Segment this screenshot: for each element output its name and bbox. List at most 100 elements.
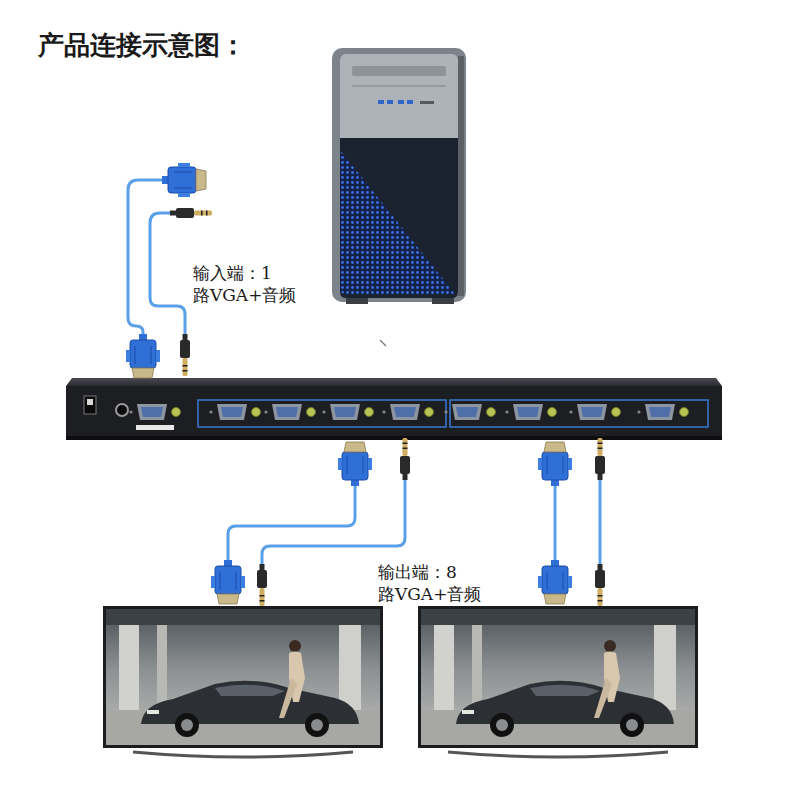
- headlight: [147, 710, 159, 714]
- vga-port: [637, 404, 688, 420]
- computer-tower-part: [346, 298, 368, 304]
- screen: [106, 609, 380, 745]
- thumb-screw: [538, 458, 542, 470]
- port-shell: [577, 404, 607, 420]
- cable: [599, 480, 602, 564]
- plug-tip: [598, 438, 603, 456]
- plug-tip: [260, 588, 265, 606]
- vga-port: [382, 404, 433, 420]
- diagram-title: 产品连接示意图：: [38, 28, 246, 63]
- grip-rib: [174, 172, 192, 173]
- plug-grip: [595, 456, 605, 474]
- grip-rib: [547, 572, 548, 590]
- tip-band: [598, 448, 603, 450]
- splitter-box-part: [66, 436, 722, 440]
- vga-port: [264, 404, 315, 420]
- thumb-screw: [568, 576, 572, 588]
- computer-tower-part: [340, 150, 455, 294]
- label-text: 输出端：8 路VGA+音频: [378, 562, 481, 604]
- thumb-screw: [178, 163, 190, 167]
- led: [569, 410, 572, 413]
- car-window: [530, 685, 600, 696]
- wheel: [490, 713, 514, 737]
- monitor-set: [103, 606, 698, 757]
- tip-band: [403, 443, 408, 445]
- cable: [262, 480, 405, 564]
- tip-band: [598, 443, 603, 445]
- plug-tip: [403, 438, 408, 456]
- thumb-screw: [178, 193, 190, 197]
- plug-grip: [180, 340, 190, 358]
- figure-head: [604, 640, 616, 652]
- tip-band: [183, 365, 188, 367]
- plug-shell: [217, 594, 239, 604]
- grip-rib: [363, 456, 364, 474]
- grip-rib: [236, 572, 237, 590]
- vga-plug: [126, 334, 160, 378]
- computer-tower-part: [398, 100, 404, 104]
- label-text: 输入端：1 路VGA+音频: [193, 263, 296, 305]
- thumb-screw: [568, 458, 572, 470]
- pillar: [434, 625, 454, 713]
- computer-tower-part: [387, 100, 393, 104]
- splitter-box-part: [450, 400, 708, 427]
- cable-boot: [598, 564, 603, 571]
- plug-set: [126, 163, 605, 606]
- port-shell: [137, 404, 167, 420]
- led: [444, 410, 447, 413]
- vga-plug: [162, 163, 206, 197]
- monitor-bezel: [103, 606, 383, 748]
- vga-plug: [538, 560, 572, 604]
- computer-tower: [332, 48, 466, 304]
- port-inner: [581, 407, 603, 417]
- hub: [181, 719, 193, 731]
- vga-port: [505, 404, 556, 420]
- port-inner: [456, 407, 478, 417]
- audio-jack: [307, 408, 316, 417]
- audio-jack: [548, 408, 557, 417]
- audio-jack: [365, 408, 374, 417]
- audio-jack: [252, 408, 261, 417]
- tick-mark: [380, 340, 386, 346]
- splitter-box-part: [136, 425, 174, 430]
- monitor: [103, 606, 383, 757]
- port-inner: [649, 407, 671, 417]
- led: [382, 410, 385, 413]
- thumb-screw: [338, 458, 342, 470]
- splitter-box-part: [87, 399, 93, 405]
- pillar: [654, 625, 676, 713]
- audio-plug: [257, 564, 267, 606]
- cable-boot: [260, 564, 265, 571]
- audio-jack: [172, 408, 181, 417]
- splitter-box-part: [84, 396, 96, 414]
- led: [264, 410, 267, 413]
- vga-plug: [538, 442, 572, 486]
- tip-band: [183, 370, 188, 372]
- hub: [496, 719, 508, 731]
- thumb-screw: [156, 350, 160, 362]
- computer-tower-part: [352, 85, 446, 87]
- computer-tower-part: [352, 66, 446, 76]
- grip-rib: [135, 346, 136, 364]
- grip-rib: [174, 188, 192, 189]
- port-inner: [517, 407, 539, 417]
- thumb-screw: [126, 350, 130, 362]
- audio-plug: [595, 564, 605, 606]
- plug-grip: [542, 452, 568, 480]
- plug-shell: [544, 442, 566, 452]
- plug-grip: [215, 566, 241, 594]
- vga-port: [322, 404, 373, 420]
- screen: [421, 609, 695, 745]
- port-shell: [452, 404, 482, 420]
- computer-tower-part: [458, 56, 464, 296]
- tip-band: [260, 600, 265, 602]
- grip-rib: [347, 456, 348, 474]
- audio-plug: [180, 334, 190, 376]
- cable: [228, 486, 355, 560]
- plug-shell: [344, 442, 366, 452]
- vga-port: [209, 404, 260, 420]
- cable-boot: [170, 211, 177, 216]
- thumb-screw: [368, 458, 372, 470]
- thumb-screw: [241, 576, 245, 588]
